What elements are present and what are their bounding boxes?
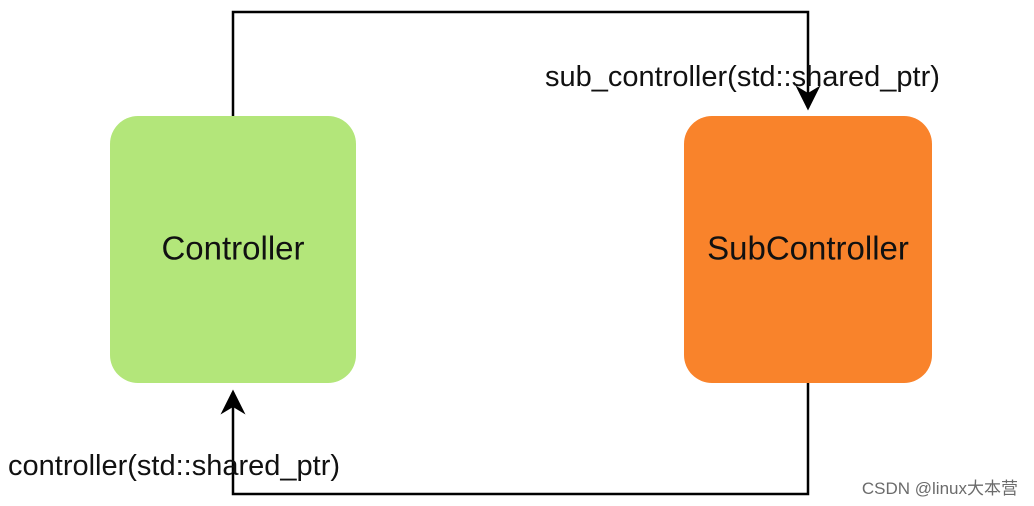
subcontroller-box [684,116,932,383]
connector-line-top [231,10,821,116]
node-controller[interactable]: Controller [110,116,356,383]
edge-label-sub-controller: sub_controller(std::shared_ptr) [545,61,940,93]
controller-box [110,116,356,383]
connector-line-bottom [220,383,810,496]
edge-label-controller: controller(std::shared_ptr) [8,450,340,482]
watermark-text: CSDN @linux大本营 [862,479,1018,498]
controller-label: Controller [161,230,304,267]
edge-subcontroller-to-controller [220,383,810,496]
edge-controller-to-subcontroller [231,10,821,116]
subcontroller-label: SubController [707,230,909,267]
node-subcontroller[interactable]: SubController [684,116,932,383]
